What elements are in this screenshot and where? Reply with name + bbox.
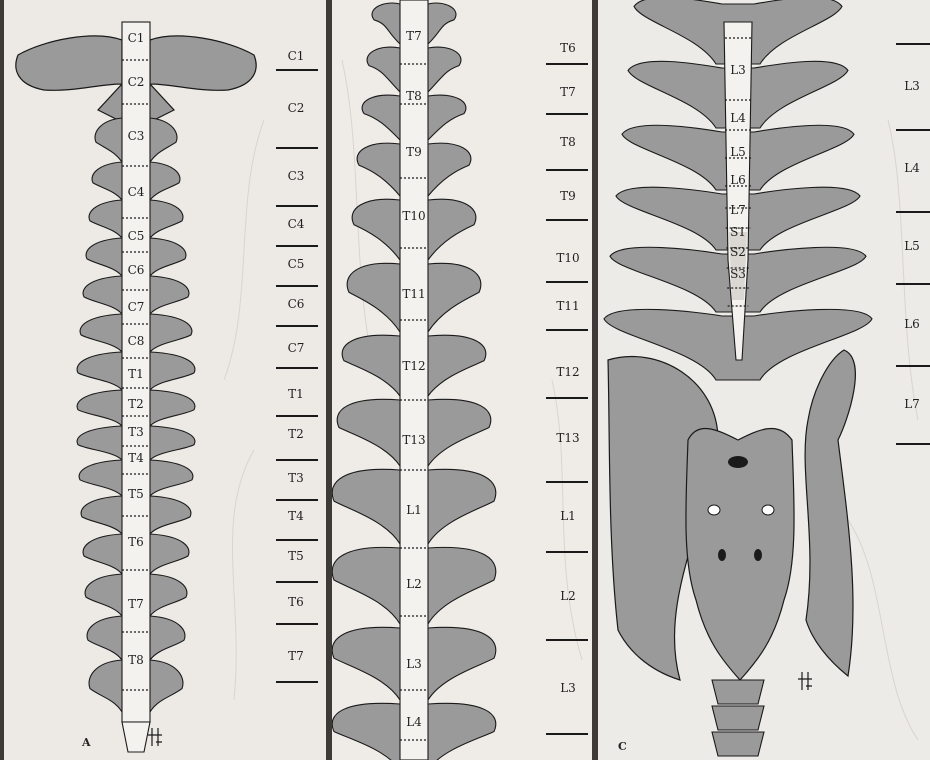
- vertebra-segment-label: T12: [556, 365, 579, 379]
- cord-segment-label: L7: [730, 203, 746, 217]
- cord-segment-label: T7: [128, 597, 144, 611]
- vertebra-segment-label: C5: [288, 257, 305, 271]
- vertebra-segment-label: T2: [288, 427, 304, 441]
- caudal-vertebra: [712, 732, 764, 756]
- panel-letter-c: C: [618, 740, 627, 753]
- vertebra-segment-label: T13: [556, 431, 579, 445]
- spinal-cord-b: [400, 0, 428, 760]
- vertebra-segment-label: T1: [288, 387, 304, 401]
- cord-segment-label: C6: [128, 263, 145, 277]
- cord-segment-label: T8: [406, 89, 422, 103]
- vertebra-segment-label: C6: [288, 297, 305, 311]
- cord-segment-label: S2: [730, 245, 746, 259]
- cord-segment-label: T4: [128, 451, 144, 465]
- cord-segment-label: T2: [128, 397, 144, 411]
- vertebra-segment-label: C3: [288, 169, 305, 183]
- vertebra-segment-label: T8: [560, 135, 576, 149]
- vertebra-segment-label: T7: [288, 649, 304, 663]
- vertebra-segment-label: T7: [560, 85, 576, 99]
- cord-segment-label: C4: [128, 185, 145, 199]
- caudal-vertebra: [712, 680, 764, 704]
- vertebra-segment-label: C2: [288, 101, 305, 115]
- ilium-right: [805, 350, 855, 676]
- cord-segment-label: C3: [128, 129, 145, 143]
- cord-segment-label: L4: [730, 111, 746, 125]
- vertebra-segment-label: T5: [288, 549, 304, 563]
- sacral-canal: [728, 456, 748, 468]
- vertebra-segment-label: T4: [288, 509, 304, 523]
- vertebra-segment-label: L3: [904, 79, 920, 93]
- panel-letter-a: A: [81, 736, 91, 749]
- vertebra-segment-label: C4: [288, 217, 305, 231]
- vertebra-segment-label: L5: [904, 239, 920, 253]
- cord-segment-label: C5: [128, 229, 145, 243]
- cord-segment-label: L4: [406, 715, 422, 729]
- cord-segment-label: T7: [406, 29, 422, 43]
- vertebra-segment-label: T6: [288, 595, 304, 609]
- cord-segment-label: L1: [406, 503, 422, 517]
- vertebra-segment-label: C1: [288, 49, 305, 63]
- atlas-left: [16, 36, 122, 90]
- cord-segment-label: T12: [402, 359, 425, 373]
- cord-segment-label: L2: [406, 577, 422, 591]
- cord-segment-label: S1: [730, 225, 746, 239]
- vertebra-segment-label: L7: [904, 397, 920, 411]
- vertebra-segment-label: T9: [560, 189, 576, 203]
- cord-segment-label: T11: [402, 287, 425, 301]
- vertebra-segment-label: T3: [288, 471, 304, 485]
- cord-mark-icon: [148, 728, 162, 746]
- caudal-vertebra: [712, 706, 764, 730]
- cord-segment-label: C8: [128, 334, 145, 348]
- cord-segment-label: L3: [406, 657, 422, 671]
- vertebra-segment-label: T11: [556, 299, 579, 313]
- atlas-right: [150, 36, 256, 90]
- cord-segment-label: T13: [402, 433, 425, 447]
- cord-segment-label: T6: [128, 535, 144, 549]
- vertebra-segment-label: C7: [288, 341, 305, 355]
- cord-segment-label: T10: [402, 209, 425, 223]
- cord-segment-label: C2: [128, 75, 145, 89]
- cord-end-a: [122, 722, 150, 752]
- cord-mark-icon: [798, 672, 812, 690]
- vertebra-segment-label: L1: [560, 509, 576, 523]
- cord-segment-label: L6: [730, 173, 746, 187]
- cord-segment-label: L5: [730, 145, 746, 159]
- vertebra-segment-label: L4: [904, 161, 920, 175]
- cord-segment-label: C1: [128, 31, 145, 45]
- vertebra-segment-label: L2: [560, 589, 576, 603]
- cord-segment-label: T3: [128, 425, 144, 439]
- cord-segment-label: T8: [128, 653, 144, 667]
- cord-segment-label: T9: [406, 145, 422, 159]
- cord-segment-label: T1: [128, 367, 144, 381]
- cord-segment-label: C7: [128, 300, 145, 314]
- vertebra-segment-label: L6: [904, 317, 920, 331]
- cord-segment-label: L3: [730, 63, 746, 77]
- vertebra-segment-label: T10: [556, 251, 579, 265]
- cord-segment-label: S3: [730, 267, 746, 281]
- vertebra-segment-label: L3: [560, 681, 576, 695]
- vertebra-segment-label: T6: [560, 41, 576, 55]
- cord-segment-label: T5: [128, 487, 144, 501]
